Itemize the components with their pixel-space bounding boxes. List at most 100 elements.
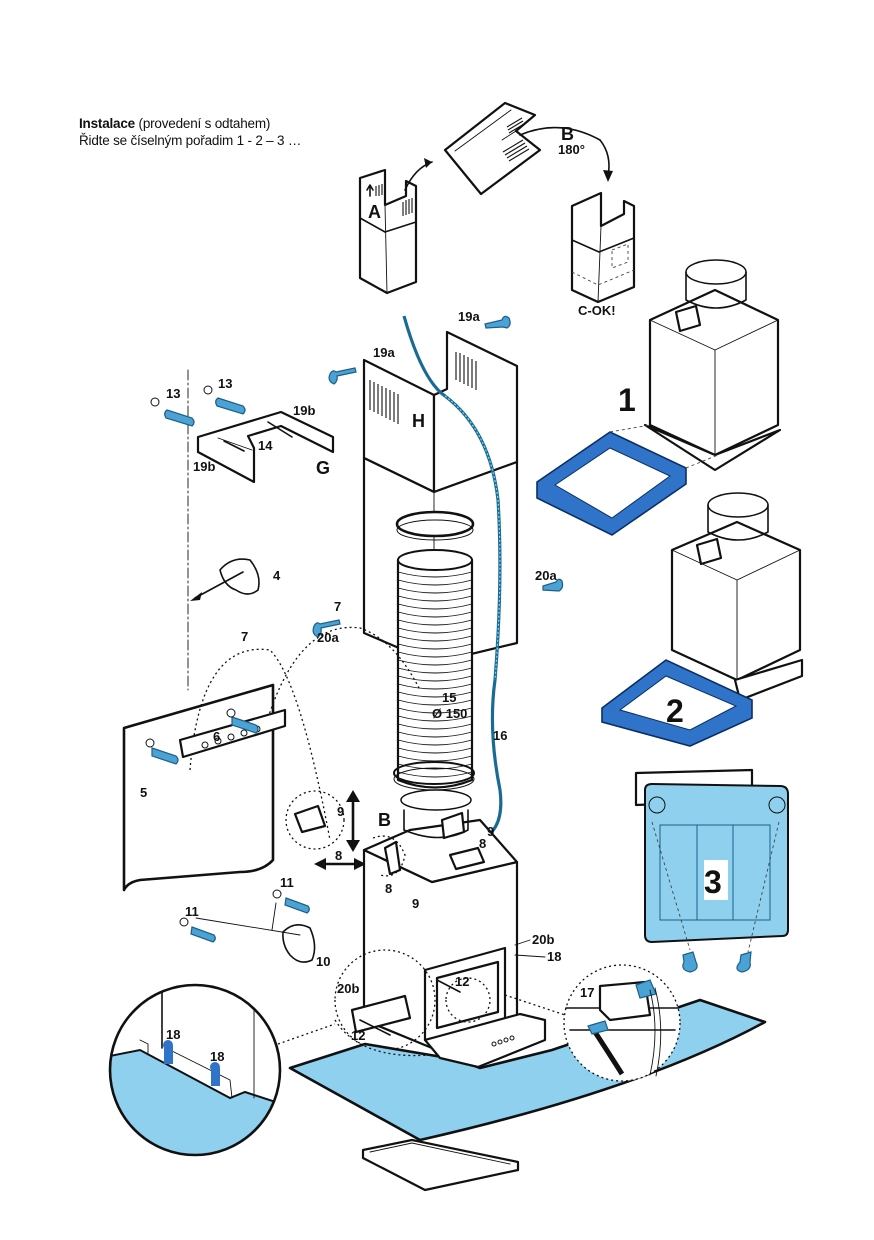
label-10: 10	[316, 954, 330, 969]
motor-unit-2	[670, 492, 804, 702]
hose-rib	[397, 571, 473, 578]
label-11-right: 11	[280, 875, 294, 890]
chimney-cover-a	[358, 158, 433, 295]
hose-rib	[397, 771, 473, 778]
instructions-title: Instalace (provedení s odtahem)	[79, 115, 301, 132]
detail-circle-18	[108, 983, 336, 1157]
label-20b-left: 20b	[337, 981, 359, 996]
hose-rib	[397, 643, 473, 650]
step-b-label: B	[561, 124, 574, 144]
label-18-right: 18	[547, 949, 561, 964]
label-20a-right: 20a	[535, 568, 557, 583]
bracket-g	[196, 410, 335, 484]
label-g: G	[316, 458, 330, 478]
hose-rib	[397, 635, 473, 642]
hose-rib	[397, 595, 473, 602]
wall-plug-11-left	[179, 917, 216, 943]
label-18-detail-a: 18	[166, 1027, 180, 1042]
hose-rib	[397, 579, 473, 586]
label-17: 17	[580, 985, 594, 1000]
hose-rib	[397, 691, 473, 698]
label-11-left: 11	[185, 904, 199, 919]
chimney-cover-c	[570, 191, 636, 304]
label-16: 16	[493, 728, 507, 743]
wall-plug-13-right	[203, 385, 246, 415]
instructions-order: Řidte se číselným pořadim 1 - 2 – 3 …	[79, 133, 302, 148]
label-h: H	[412, 411, 425, 431]
label-7-right: 7	[334, 599, 341, 614]
label-12-top: 12	[455, 974, 469, 989]
label-8-detail: 8	[335, 848, 342, 863]
step-a-label: A	[368, 202, 381, 222]
screw-20a-left	[312, 619, 341, 638]
hose-rib	[397, 699, 473, 706]
label-9-detail: 9	[337, 804, 344, 819]
hose-rib	[397, 675, 473, 682]
label-18-detail-b: 18	[210, 1049, 224, 1064]
label-5: 5	[140, 785, 147, 800]
step-3-label: 3	[704, 864, 722, 900]
label-9-bottom: 9	[412, 896, 419, 911]
label-15-diameter: Ø 150	[432, 706, 467, 721]
hose-rib	[397, 659, 473, 666]
label-19a-right: 19a	[458, 309, 480, 324]
motor-unit-1	[643, 259, 782, 472]
step-c-label: C-OK!	[578, 303, 616, 318]
cable-16	[402, 315, 503, 842]
title-rest: (provedení s odtahem)	[134, 116, 271, 131]
screw-20a-right	[542, 578, 564, 592]
hose-rib	[397, 715, 473, 722]
detail-circle-20b	[334, 949, 436, 1051]
hose-rib	[397, 627, 473, 634]
label-15: 15	[442, 690, 456, 705]
grease-filter	[361, 1138, 520, 1192]
rail-6	[145, 708, 287, 765]
filter-frame-2	[601, 659, 753, 747]
label-8-bottom: 8	[385, 881, 392, 896]
step-2-label: 2	[666, 693, 684, 729]
label-19a-left: 19a	[373, 345, 395, 360]
label-13-right: 13	[218, 376, 232, 391]
pencil-hand-10	[195, 902, 316, 963]
wall-plug-11-right	[272, 889, 310, 914]
label-13-left: 13	[166, 386, 180, 401]
step-1-label: 1	[618, 382, 636, 418]
instructions-text: Instalace (provedení s odtahem) Řidte se…	[79, 115, 301, 149]
hose-rib	[397, 587, 473, 594]
hose-rib	[397, 651, 473, 658]
hose-rib	[397, 619, 473, 626]
label-12-bottom: 12	[351, 1028, 365, 1043]
hose-rib	[397, 707, 473, 714]
detail-circle-bracket	[285, 790, 366, 870]
hose-rib	[397, 611, 473, 618]
hose-rib	[397, 755, 473, 762]
label-b-detail: B	[378, 810, 391, 830]
label-8-right: 8	[479, 836, 486, 851]
label-19b-bottom: 19b	[193, 459, 215, 474]
step-b-angle: 180°	[558, 142, 585, 157]
title-bold: Instalace	[79, 116, 135, 131]
pencil-hand-4	[190, 558, 260, 601]
front-block	[423, 946, 507, 1042]
hose-rib	[397, 603, 473, 610]
wall-plug-13-left	[150, 397, 195, 427]
hose-rib	[397, 723, 473, 730]
label-4: 4	[273, 568, 281, 583]
label-19b-top: 19b	[293, 403, 315, 418]
hose-rib	[397, 747, 473, 754]
chimney-cover-flipped	[443, 101, 613, 196]
motor-unit-3	[634, 768, 789, 973]
label-9-right: 9	[487, 824, 494, 839]
label-20a-left: 20a	[317, 630, 339, 645]
label-20b-right: 20b	[532, 932, 554, 947]
chimney-h	[362, 330, 519, 494]
hose-rib	[397, 731, 473, 738]
screw-19a-left	[328, 367, 357, 385]
detail-circle-connector	[504, 964, 681, 1082]
hose-clamp	[393, 761, 475, 791]
screw-19a-right	[484, 315, 511, 329]
hose-rib	[397, 667, 473, 674]
label-7-left: 7	[241, 629, 248, 644]
label-14: 14	[258, 438, 273, 453]
